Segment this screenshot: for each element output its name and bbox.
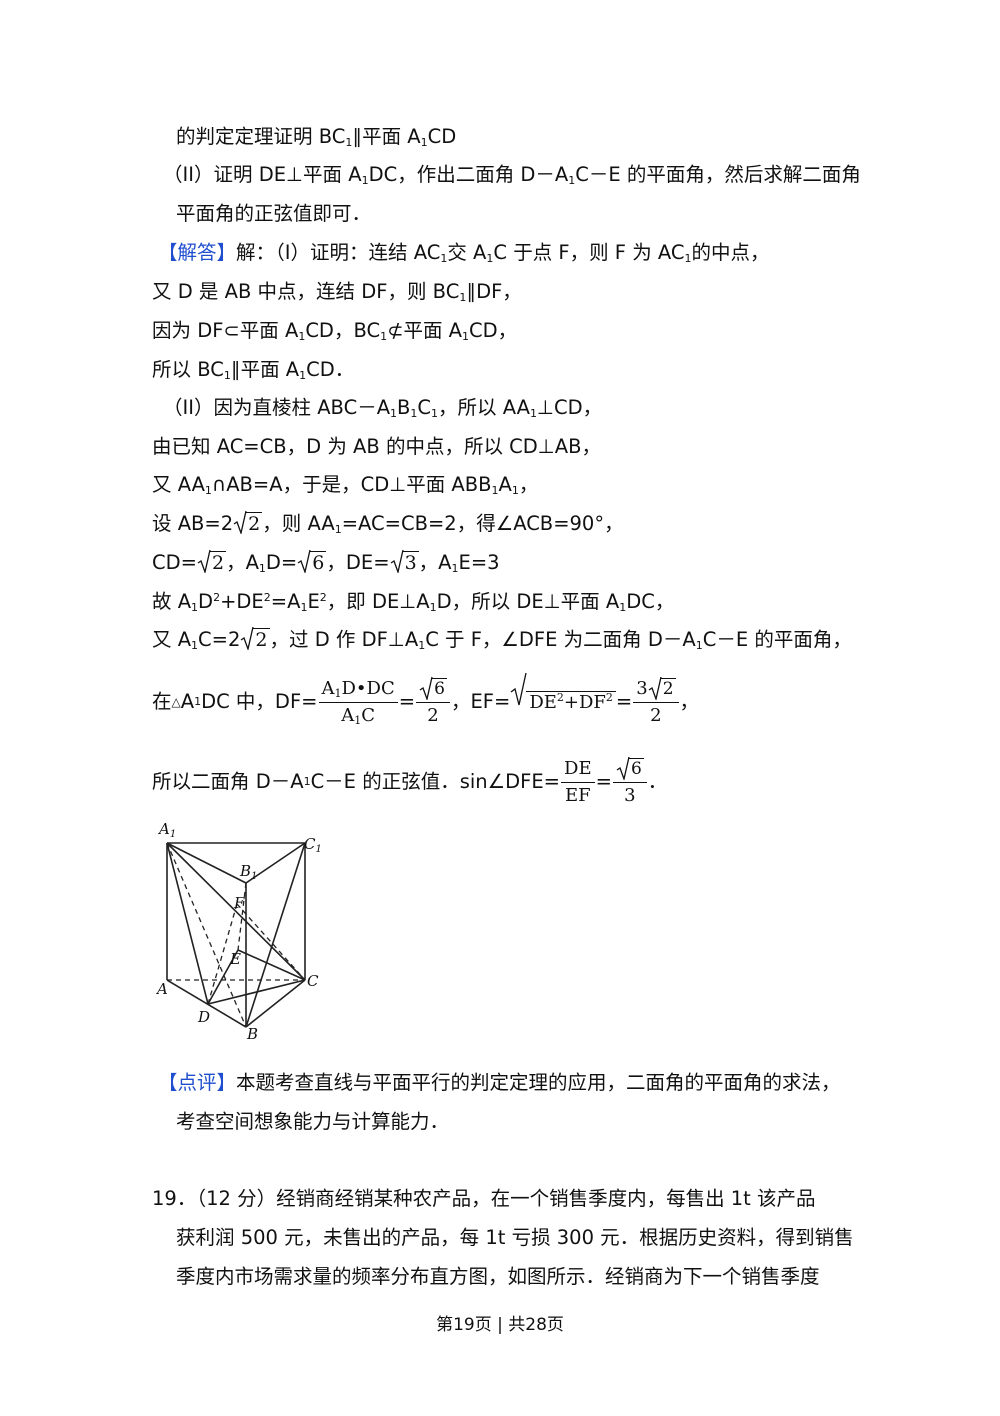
text-line-2: （II）证明 DE⊥平面 A1DC，作出二面角 D－A1C－E 的平面角，然后求… <box>163 163 861 187</box>
sqrt-expression: 2 <box>197 549 227 576</box>
label-d: D <box>198 1008 211 1026</box>
edge-a1c <box>166 842 306 981</box>
answer-line-1: 【解答】解：（I）证明：连结 AC1交 A1C 于点 F，则 F 为 AC1的中… <box>158 241 770 265</box>
answer-tag: 【解答】 <box>158 241 237 264</box>
fraction-df: A1D•DC A1C <box>318 677 398 728</box>
label-b: B <box>247 1025 259 1043</box>
answer-line-7: 又 AA1∩AB=A，于是，CD⊥平面 ABB1A1， <box>152 473 539 497</box>
answer-line-9: CD=2，A1D=6，DE=3，A1E=3 <box>152 549 500 576</box>
label-f: F <box>234 894 245 912</box>
edge-c1b <box>245 842 306 1028</box>
label-a: A <box>157 980 168 998</box>
edge-a1b1 <box>166 842 247 884</box>
answer-line-2: 又 D 是 AB 中点，连结 DF，则 BC1∥DF， <box>152 280 522 304</box>
sqrt-ef: DE2+DF2 <box>510 672 616 730</box>
sqrt-expression: 3 <box>390 549 419 576</box>
edge-b1e-hidden <box>237 882 247 951</box>
edge-ab <box>166 979 247 1028</box>
question-19-line-1: 19．（12 分）经销商经销某种农产品，在一个销售季度内，每售出 1t 该产品 <box>152 1187 816 1210</box>
edge-a1d <box>166 842 209 1005</box>
sqrt-expression: 6 <box>297 549 327 576</box>
edge-de <box>207 949 239 1005</box>
page-footer: 第19页 | 共28页 <box>436 1315 564 1335</box>
edge-fc-hidden <box>236 903 306 981</box>
question-19-line-3: 季度内市场需求量的频率分布直方图，如图所示．经销商为下一个销售季度 <box>176 1265 820 1288</box>
fraction-de-over-ef: DE EF <box>561 757 595 808</box>
prism-diagram <box>166 842 306 1028</box>
question-19-line-2: 获利润 500 元，未售出的产品，每 1t 亏损 300 元．根据历史资料，得到… <box>176 1226 854 1249</box>
comment-line-1: 【点评】本题考查直线与平面平行的判定定理的应用，二面角的平面角的求法， <box>158 1071 841 1094</box>
label-a1: A1 <box>159 820 177 840</box>
sqrt-expression: 2 <box>240 626 270 653</box>
comment-tag: 【点评】 <box>158 1071 237 1094</box>
fraction-sqrt6-over-2: 6 2 <box>416 676 450 728</box>
fraction-sqrt6-over-3: 6 3 <box>612 756 647 808</box>
label-c1: C1 <box>304 835 322 855</box>
label-b1: B1 <box>240 862 258 882</box>
edge-bc <box>245 979 306 1028</box>
answer-line-3: 因为 DF⊂平面 A1CD，BC1⊄平面 A1CD， <box>152 319 518 343</box>
sqrt-expression: 2 <box>233 510 263 537</box>
edge-ec <box>237 949 306 981</box>
prism-figure: A1 C1 B1 F E A C D B <box>150 820 330 1050</box>
label-e: E <box>230 950 241 968</box>
label-c: C <box>307 972 319 990</box>
edge-a1b-hidden <box>166 842 247 1028</box>
answer-line-10: 故 A1D2+DE2=A1E2，即 DE⊥A1D，所以 DE⊥平面 A1DC， <box>152 590 675 614</box>
answer-line-4: 所以 BC1∥平面 A1CD． <box>152 358 355 382</box>
answer-line-5: （II）因为直棱柱 ABC－A1B1C1，所以 AA1⊥CD， <box>163 396 603 420</box>
edge-b1c1 <box>245 842 306 884</box>
text-line-3: 平面角的正弦值即可． <box>176 202 372 225</box>
text-line-1: 的判定定理证明 BC1∥平面 A1CD <box>176 125 457 149</box>
comment-line-2: 考查空间想象能力与计算能力． <box>176 1110 450 1133</box>
answer-line-6: 由已知 AC=CB，D 为 AB 的中点，所以 CD⊥AB， <box>152 435 602 458</box>
